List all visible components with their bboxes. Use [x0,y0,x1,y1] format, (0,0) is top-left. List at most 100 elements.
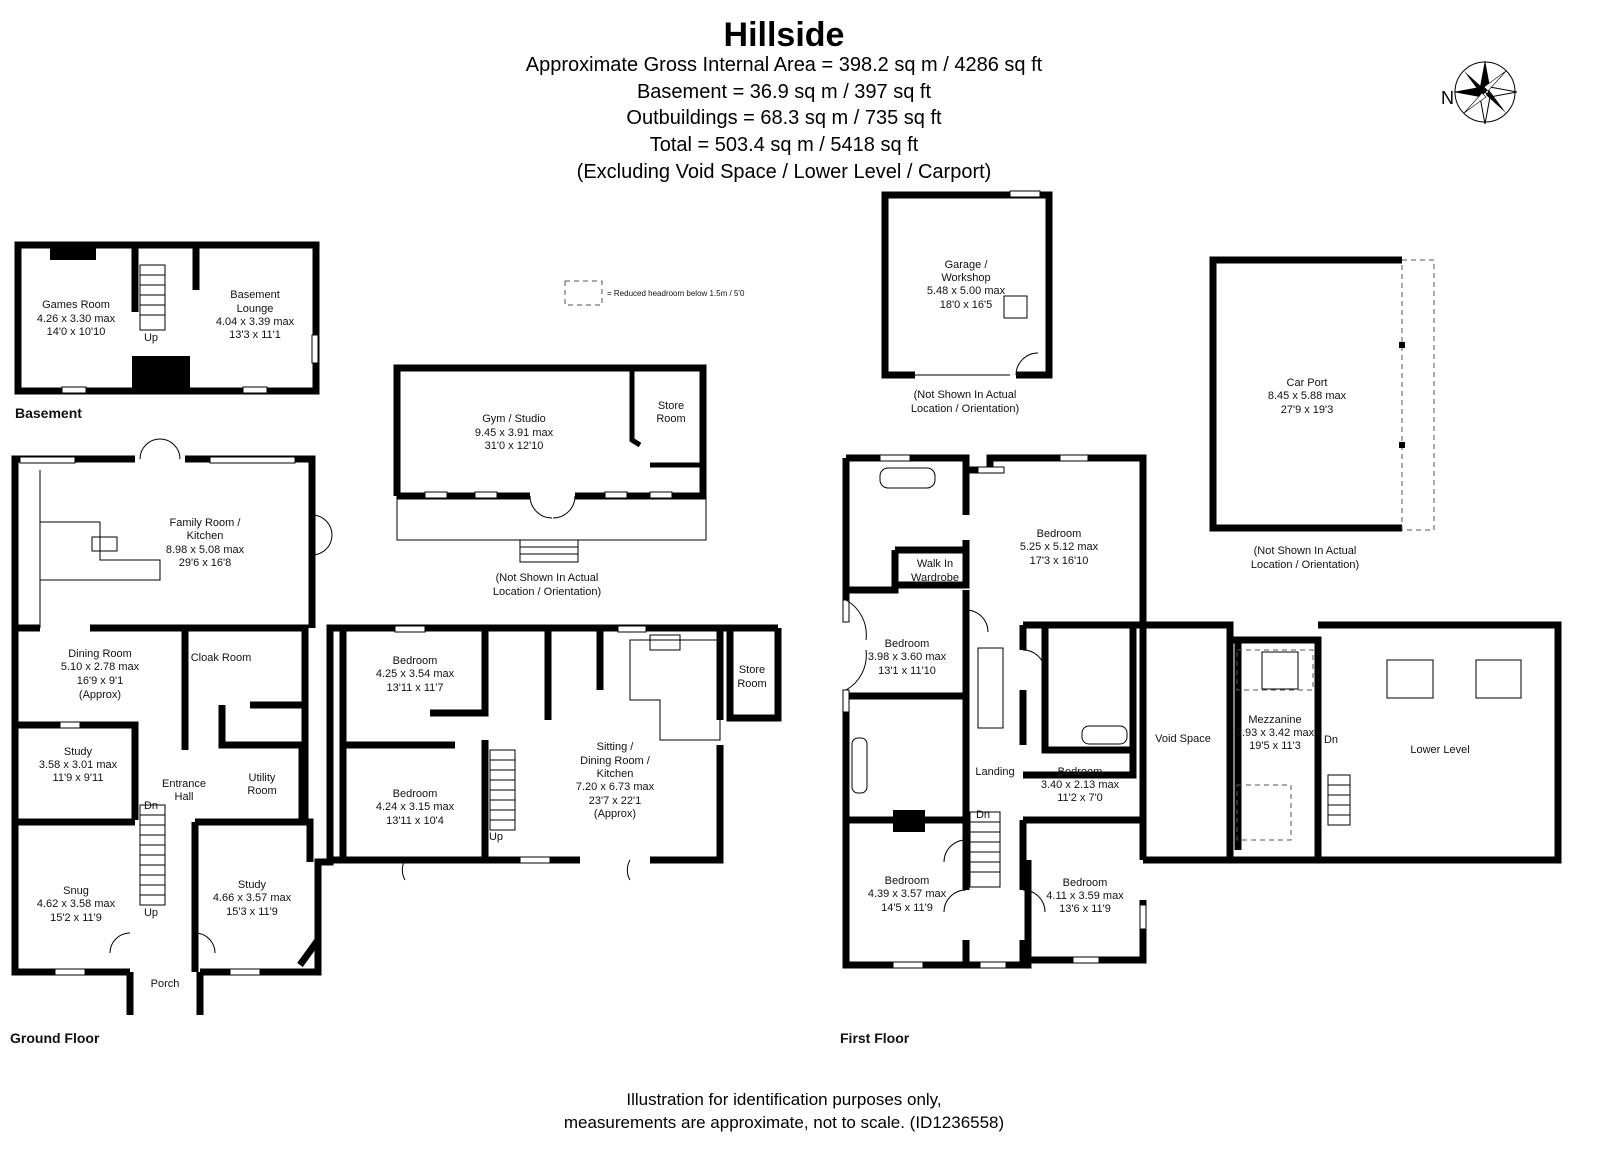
room-gym-store-room: Store Room [656,400,685,425]
svg-text:Sitting /: Sitting / [597,741,635,753]
ground-floor-walls [11,438,782,1015]
room-landing: Landing [975,766,1014,778]
svg-text:31'0 x 12'10: 31'0 x 12'10 [485,440,544,452]
svg-text:29'6 x 16'8: 29'6 x 16'8 [179,557,232,569]
room-ff-bedroom-2: Bedroom 3.98 x 3.60 max 13'1 x 11'10 [868,638,947,677]
room-ff-bedroom-4: Bedroom 4.39 x 3.57 max 14'5 x 11'9 [868,875,947,914]
room-mezzanine: Mezzanine 5.93 x 3.42 max 19'5 x 11'3 [1236,714,1315,752]
svg-text:19'5 x 11'3: 19'5 x 11'3 [1249,740,1301,752]
svg-text:Games Room: Games Room [42,299,110,311]
svg-text:Snug: Snug [63,885,89,897]
floor-label-first-floor: First Floor [840,1030,910,1046]
compass-north-label: N [1441,88,1454,108]
svg-text:4.66 x 3.57 max: 4.66 x 3.57 max [213,892,292,904]
stairs-down-label: Dn [144,800,158,812]
svg-text:Location / Orientation): Location / Orientation) [1251,559,1359,571]
room-games-room: Games Room 4.26 x 3.30 max 14'0 x 10'10 [37,299,116,338]
svg-text:Bedroom: Bedroom [885,638,930,650]
reduced-headroom-legend: = Reduced headroom below 1.5m / 5'0 [607,289,745,298]
not-shown-note: (Not Shown In Actual Location / Orientat… [1251,545,1359,571]
room-ff-bedroom-5: Bedroom 4.11 x 3.59 max 13'6 x 11'9 [1046,877,1124,915]
svg-text:13'11 x 11'7: 13'11 x 11'7 [386,682,443,694]
svg-text:11'9 x 9'11: 11'9 x 9'11 [53,772,104,784]
svg-text:13'11 x 10'4: 13'11 x 10'4 [386,815,444,827]
svg-text:Bedroom: Bedroom [393,655,438,667]
svg-text:Basement: Basement [230,289,280,301]
svg-text:Dining Room /: Dining Room / [580,755,651,767]
svg-text:14'5 x 11'9: 14'5 x 11'9 [881,902,933,914]
svg-text:13'6 x 11'9: 13'6 x 11'9 [1059,903,1111,915]
svg-text:5.10 x 2.78 max: 5.10 x 2.78 max [61,661,140,673]
svg-text:Garage /: Garage / [945,259,989,271]
area-exclusions: (Excluding Void Space / Lower Level / Ca… [577,161,992,183]
svg-text:15'2 x 11'9: 15'2 x 11'9 [50,912,102,924]
room-lower-level: Lower Level [1410,744,1469,756]
svg-text:Family Room /: Family Room / [170,517,242,529]
svg-text:Bedroom: Bedroom [885,875,930,887]
svg-text:Walk In: Walk In [917,558,953,570]
stairs-up-label: Up [144,332,158,344]
svg-text:Bedroom: Bedroom [1063,877,1108,889]
svg-text:15'3 x 11'9: 15'3 x 11'9 [226,906,278,918]
gym-studio-walls [393,364,707,563]
disclaimer-line-2: measurements are approximate, not to sca… [564,1113,1004,1132]
svg-text:Kitchen: Kitchen [187,530,224,542]
svg-text:Room: Room [737,678,766,690]
svg-text:Mezzanine: Mezzanine [1248,714,1301,726]
svg-text:Wardrobe: Wardrobe [911,572,959,584]
svg-text:13'3 x 11'1: 13'3 x 11'1 [229,329,281,341]
svg-text:(Not Shown In Actual: (Not Shown In Actual [496,572,599,584]
svg-text:Hall: Hall [175,791,194,803]
total-area: Total = 503.4 sq m / 5418 sq ft [650,134,919,156]
svg-text:4.39 x 3.57 max: 4.39 x 3.57 max [868,888,947,900]
room-basement-lounge: Basement Lounge 4.04 x 3.39 max 13'3 x 1… [216,289,295,341]
room-gf-bedroom-1: Bedroom 4.25 x 3.54 max 13'11 x 11'7 [376,655,455,694]
svg-text:27'9 x 19'3: 27'9 x 19'3 [1281,404,1334,416]
room-sitting-dining-kitchen: Sitting / Dining Room / Kitchen 7.20 x 6… [576,741,655,820]
svg-text:4.25 x 3.54 max: 4.25 x 3.54 max [376,668,455,680]
svg-text:3.98 x 3.60 max: 3.98 x 3.60 max [868,651,947,663]
svg-text:Kitchen: Kitchen [597,768,634,780]
room-entrance-hall: Entrance Hall [162,778,206,803]
svg-text:8.45 x 5.88 max: 8.45 x 5.88 max [1268,390,1347,402]
svg-text:3.58 x 3.01 max: 3.58 x 3.01 max [39,759,118,771]
svg-text:17'3 x 16'10: 17'3 x 16'10 [1030,555,1089,567]
svg-text:Dining Room: Dining Room [68,648,132,660]
svg-text:9.45 x 3.91 max: 9.45 x 3.91 max [475,427,554,439]
room-family-room-kitchen: Family Room / Kitchen 8.98 x 5.08 max 29… [166,517,245,569]
svg-text:Room: Room [656,413,685,425]
svg-text:(Not Shown In Actual: (Not Shown In Actual [914,389,1017,401]
svg-text:Workshop: Workshop [941,272,990,284]
svg-text:(Approx): (Approx) [79,689,121,701]
svg-text:Study: Study [238,879,267,891]
room-dining-room: Dining Room 5.10 x 2.78 max 16'9 x 9'1 (… [61,648,140,701]
svg-text:8.98 x 5.08 max: 8.98 x 5.08 max [166,544,245,556]
svg-text:4.04 x 3.39 max: 4.04 x 3.39 max [216,316,295,328]
svg-text:Location / Orientation): Location / Orientation) [493,586,601,598]
disclaimer-line-1: Illustration for identification purposes… [626,1090,941,1109]
svg-text:23'7 x 22'1: 23'7 x 22'1 [589,795,642,807]
room-porch: Porch [151,978,180,990]
room-cloak-room: Cloak Room [191,652,252,664]
svg-text:16'9 x 9'1: 16'9 x 9'1 [77,675,123,687]
svg-text:3.40 x 2.13 max: 3.40 x 2.13 max [1041,779,1120,791]
svg-text:(Not Shown In Actual: (Not Shown In Actual [1254,545,1357,557]
floor-label-basement: Basement [15,405,82,421]
property-title: Hillside [724,16,845,54]
gross-area: Approximate Gross Internal Area = 398.2 … [526,54,1043,76]
svg-text:18'0 x 16'5: 18'0 x 16'5 [940,299,993,311]
outbuildings-area: Outbuildings = 68.3 sq m / 735 sq ft [626,107,942,129]
room-ff-bedroom-3: Bedroom 3.40 x 2.13 max 11'2 x 7'0 [1041,766,1120,804]
svg-text:11'2 x 7'0: 11'2 x 7'0 [1057,792,1103,804]
svg-text:Study: Study [64,746,93,758]
compass-rose-icon [1453,60,1518,125]
svg-text:Bedroom: Bedroom [1037,528,1082,540]
room-gf-bedroom-2: Bedroom 4.24 x 3.15 max 13'11 x 10'4 [376,788,455,827]
room-void-space: Void Space [1155,733,1211,745]
car-port-walls [1209,256,1435,532]
svg-text:5.48 x 5.00 max: 5.48 x 5.00 max [927,285,1006,297]
svg-text:5.25 x 5.12 max: 5.25 x 5.12 max [1020,541,1099,553]
floor-label-ground-floor: Ground Floor [10,1030,100,1046]
svg-text:Utility: Utility [249,772,276,784]
svg-text:13'1 x 11'10: 13'1 x 11'10 [878,665,936,677]
